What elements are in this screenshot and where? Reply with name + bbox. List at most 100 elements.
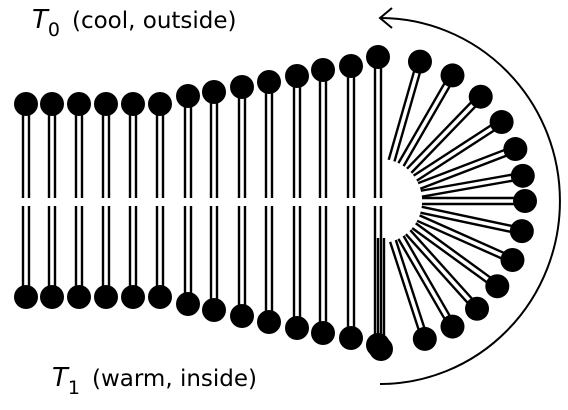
lipid-head xyxy=(311,58,335,82)
lipid-tail-chain xyxy=(387,60,419,161)
lipid-head xyxy=(257,310,281,334)
lipid-head xyxy=(311,321,335,345)
lipid-tail-chain xyxy=(406,93,480,170)
curved-leaflet-lipid xyxy=(397,235,465,339)
curved-leaflet-lipid xyxy=(420,205,534,244)
lipid-head xyxy=(230,304,254,328)
lipid-tail-chain xyxy=(420,211,522,236)
inside-temperature-label: T1(warm, inside) xyxy=(52,363,257,399)
curved-leaflet-lipid xyxy=(388,239,437,351)
lipid-head xyxy=(468,84,493,109)
lower-leaflet-lipid xyxy=(67,206,91,309)
lipid-tail-chain xyxy=(421,177,524,198)
lipid-tail-chain xyxy=(415,222,500,285)
lipid-head xyxy=(202,298,226,322)
lipid-tail-chain xyxy=(421,205,523,230)
upper-leaflet-lipid xyxy=(366,45,390,198)
inside-temp-symbol: T xyxy=(52,363,70,393)
outside-temp-symbol: T xyxy=(32,5,50,35)
lower-leaflet-lipid xyxy=(94,206,118,309)
lipid-head xyxy=(465,296,490,321)
outside-temp-text: (cool, outside) xyxy=(72,8,237,34)
lipid-head xyxy=(67,92,91,116)
upper-leaflet-lipid xyxy=(311,58,335,198)
outside-temp-subscript: 0 xyxy=(48,19,60,41)
lipid-head xyxy=(510,163,535,188)
lipid-head xyxy=(485,274,510,299)
outside-temperature-label: T0 (cool, outside) xyxy=(32,5,237,41)
lipid-head xyxy=(230,75,254,99)
lipid-tail-chain xyxy=(419,214,515,259)
upper-leaflet-lipid xyxy=(339,54,363,198)
lipid-head xyxy=(176,84,200,108)
lower-leaflet-lipid xyxy=(339,206,363,350)
lipid-tail-chain xyxy=(416,219,512,264)
lipid-head xyxy=(440,63,465,88)
lipid-tail-chain xyxy=(416,123,504,182)
lipid-head xyxy=(121,285,145,309)
curvature-arrow xyxy=(379,17,561,385)
lower-leaflet-lipid xyxy=(176,206,200,316)
lipid-head xyxy=(489,110,514,135)
lipid-tail-chain xyxy=(420,171,523,192)
lipid-head xyxy=(366,45,390,69)
upper-leaflet-lipid xyxy=(257,70,281,198)
curved-leaflet-lipid xyxy=(416,214,525,272)
lipid-head xyxy=(412,326,437,351)
curved-leaflet-lipid xyxy=(417,137,528,190)
curved-leaflet-lipid xyxy=(411,222,510,299)
lipid-head xyxy=(509,219,534,244)
curved-leaflet-lipid xyxy=(420,163,535,198)
arrow-head-icon xyxy=(378,7,393,29)
lipid-head xyxy=(440,314,465,339)
lipid-tail-chain xyxy=(402,235,457,326)
lipid-tail-chain xyxy=(404,233,476,312)
lipid-tail-chain xyxy=(397,238,451,329)
lipid-head xyxy=(500,247,525,272)
lipid-tail-chain xyxy=(411,227,497,290)
lower-leaflet-lipid xyxy=(257,206,281,334)
upper-leaflet-lipid xyxy=(14,92,38,198)
upper-leaflet-lipid xyxy=(94,92,118,198)
lipid-head xyxy=(339,326,363,350)
curved-lipid-section xyxy=(369,49,537,361)
lipid-head xyxy=(339,54,363,78)
straight-lipid-section xyxy=(14,45,390,357)
upper-leaflet-lipid xyxy=(285,64,309,198)
lower-leaflet-lipid xyxy=(285,206,309,340)
lipid-head xyxy=(369,337,393,361)
lower-leaflet-lipid xyxy=(311,206,335,345)
curved-leaflet-lipid xyxy=(412,110,514,182)
lipid-head xyxy=(14,92,38,116)
lipid-tail-chain xyxy=(393,62,425,162)
lipid-tail-chain xyxy=(409,229,481,308)
lipid-head xyxy=(285,316,309,340)
lipid-tail-chain xyxy=(394,239,429,339)
lipid-head xyxy=(257,70,281,94)
curved-leaflet-lipid xyxy=(369,238,393,361)
lipid-tail-chain xyxy=(419,150,517,190)
lower-leaflet-lipid xyxy=(121,206,145,309)
lipid-head xyxy=(285,64,309,88)
lipid-head xyxy=(40,92,64,116)
lipid-tail-chain xyxy=(417,145,515,185)
upper-leaflet-lipid xyxy=(230,75,254,198)
upper-leaflet-lipid xyxy=(148,92,172,198)
lipid-head xyxy=(94,285,118,309)
lipid-tail-chain xyxy=(397,73,451,164)
upper-leaflet-lipid xyxy=(202,80,226,198)
curved-leaflet-lipid xyxy=(387,49,432,162)
lipid-head xyxy=(503,137,528,162)
lipid-head xyxy=(67,285,91,309)
lower-leaflet-lipid xyxy=(202,206,226,322)
curved-leaflet-lipid xyxy=(397,63,465,167)
lipid-head xyxy=(176,292,200,316)
curved-leaflet-lipid xyxy=(422,189,537,213)
upper-leaflet-lipid xyxy=(40,92,64,198)
curved-leaflet-lipid xyxy=(404,229,490,321)
curved-leaflet-lipid xyxy=(406,84,493,174)
upper-leaflet-lipid xyxy=(121,92,145,198)
upper-leaflet-lipid xyxy=(67,92,91,198)
lipid-head xyxy=(202,80,226,104)
